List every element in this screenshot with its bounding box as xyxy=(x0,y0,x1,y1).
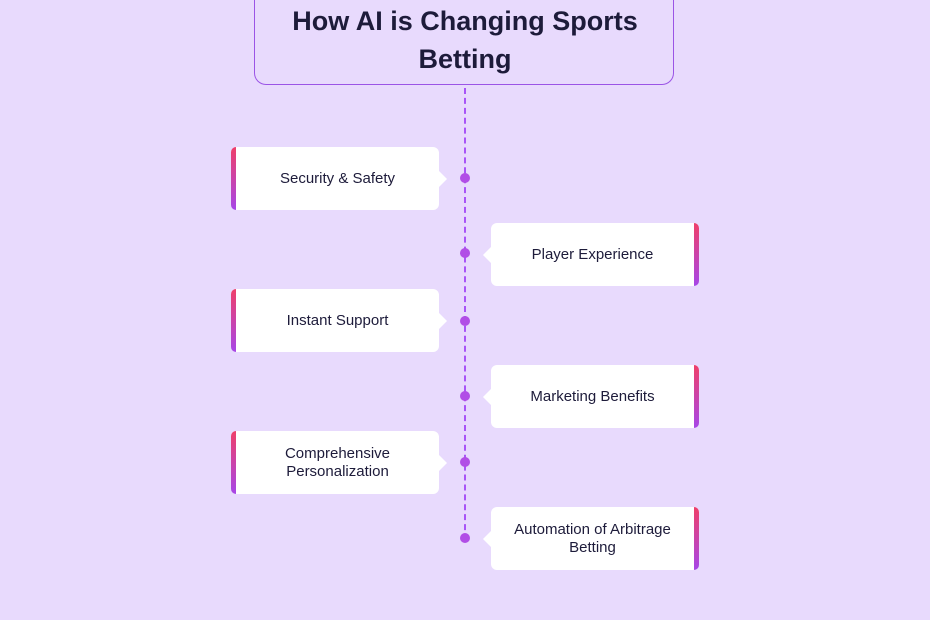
card-label: Instant Support xyxy=(286,311,389,329)
card-label: Comprehensive Personalization xyxy=(284,444,391,480)
timeline-dot-2 xyxy=(460,248,470,258)
timeline-dot-6 xyxy=(460,533,470,543)
timeline-dot-4 xyxy=(460,391,470,401)
timeline-spine xyxy=(464,88,466,540)
card-label: Automation of Arbitrage Betting xyxy=(514,520,671,556)
card-accent-bar xyxy=(694,223,699,286)
card-label: Marketing Benefits xyxy=(530,387,655,405)
card-accent-bar xyxy=(694,365,699,428)
card-accent-bar xyxy=(694,507,699,570)
card-marketing-benefits: Marketing Benefits xyxy=(483,365,699,428)
card-accent-bar xyxy=(231,289,236,352)
card-player-experience: Player Experience xyxy=(483,223,699,286)
card-security-safety: Security & Safety xyxy=(231,147,447,210)
timeline-dot-5 xyxy=(460,457,470,467)
title-frame xyxy=(254,0,674,85)
timeline-dot-1 xyxy=(460,173,470,183)
card-label: Player Experience xyxy=(531,245,654,263)
card-label: Security & Safety xyxy=(279,169,396,187)
timeline-dot-3 xyxy=(460,316,470,326)
card-accent-bar xyxy=(231,431,236,494)
page-title: How AI is Changing Sports Betting xyxy=(292,6,638,74)
card-comprehensive-personalization: Comprehensive Personalization xyxy=(231,431,447,494)
card-automation-arbitrage: Automation of Arbitrage Betting xyxy=(483,507,699,570)
card-accent-bar xyxy=(231,147,236,210)
card-instant-support: Instant Support xyxy=(231,289,447,352)
